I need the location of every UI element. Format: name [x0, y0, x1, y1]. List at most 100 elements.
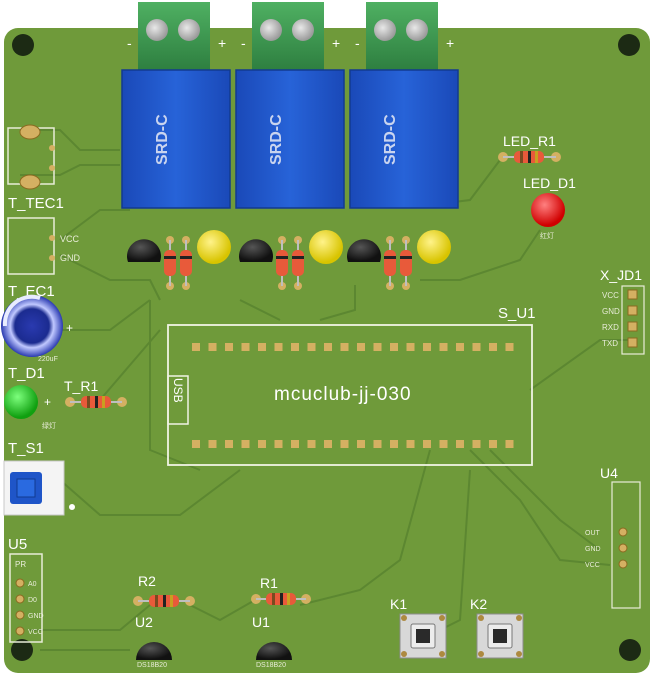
red-led: [531, 193, 565, 227]
u5-pin-gnd: GND: [28, 613, 44, 620]
green-led: [4, 385, 38, 419]
relay-body: [121, 69, 231, 209]
cap-value: 220uF: [38, 356, 58, 363]
cap-plus-mark: +: [66, 321, 73, 335]
x-jd1-outline: [621, 285, 645, 355]
resistor: [400, 250, 412, 276]
red-led-caption: 红灯: [540, 231, 554, 240]
mcu-pin-top: [307, 343, 316, 351]
mounting-holes: [11, 34, 641, 661]
relay-label: SRD-C: [268, 114, 285, 165]
u4-pin-out: OUT: [585, 530, 601, 537]
screw-head[interactable]: [292, 19, 314, 41]
u4-outline: [611, 481, 641, 609]
mcu-pin-top: [192, 343, 200, 351]
mcu-pin-top: [472, 343, 481, 351]
x-jd1-pin-txd: TXD: [602, 339, 618, 348]
terminal-minus: -: [241, 35, 246, 51]
mcu-pin-bottom: [258, 440, 266, 448]
u2-label: U2: [135, 614, 153, 630]
relay-driver-circuits: [127, 230, 451, 290]
r2-resistor: [133, 595, 195, 607]
driver-1: [127, 230, 231, 290]
t-r1-resistor: [65, 396, 127, 408]
relay-body: [349, 69, 459, 209]
copper-traces: [20, 129, 630, 651]
x-jd1-label: X_JD1: [600, 267, 642, 283]
mcu-pin-top: [439, 343, 448, 351]
yellow-led: [197, 230, 231, 264]
transistor: [238, 239, 273, 262]
mcu-pin-top: [390, 343, 398, 351]
mcu-pin-top: [505, 343, 514, 351]
t-ec1-label: T_EC1: [8, 283, 55, 300]
mcu-pin-top: [423, 343, 431, 351]
u1-part: DS18B20: [256, 662, 286, 669]
resistor: [276, 250, 288, 276]
t-tec1-pin-vcc: VCC: [60, 234, 80, 244]
screw-head[interactable]: [406, 19, 428, 41]
screw-head[interactable]: [146, 19, 168, 41]
t-tec1-label: T_TEC1: [8, 195, 64, 212]
k1-label: K1: [390, 596, 407, 612]
mcu-pin-top: [208, 343, 217, 351]
terminal-plus: +: [218, 35, 226, 51]
u1-label: U1: [252, 614, 270, 630]
u5-pin-pr: PR: [15, 560, 26, 569]
u5-outline: [9, 553, 43, 643]
u2-part: DS18B20: [137, 662, 167, 669]
x-jd1-pin-rxd: RXD: [602, 323, 619, 332]
mcu-pin-bottom: [373, 440, 382, 448]
relay-modules: -+SRD-C-+SRD-C-+SRD-C: [121, 2, 459, 209]
usb-connector-outline: [167, 375, 189, 425]
x-jd1-pin-vcc: VCC: [602, 291, 619, 300]
t-tec1-pin-gnd: GND: [60, 253, 81, 263]
mcu-pin-bottom: [241, 440, 250, 448]
x-jd1-pin-pads: [627, 289, 638, 348]
mcu-pin-bottom: [291, 440, 299, 448]
r1-resistor: [251, 593, 311, 605]
mcu-pin-bottom: [390, 440, 398, 448]
terminal-plus: +: [332, 35, 340, 51]
u5-pin-a0: A0: [28, 581, 37, 588]
u4-pin-vcc: VCC: [585, 562, 600, 569]
r1-label: R1: [260, 575, 278, 591]
x-jd1-pin-gnd: GND: [602, 307, 620, 316]
s-u1-label: S_U1: [498, 305, 536, 322]
mcu-pin-bottom: [192, 440, 200, 448]
driver-3: [347, 230, 451, 290]
green-led-caption: 绿灯: [42, 421, 56, 430]
mcu-pin-top: [274, 343, 283, 351]
usb-label: USB: [171, 378, 185, 403]
u5-pin-vcc: VCC: [28, 629, 43, 636]
terminal-plus: +: [446, 35, 454, 51]
terminal-minus: -: [127, 35, 132, 51]
u4-pin-gnd: GND: [585, 546, 601, 553]
k2-button[interactable]: [476, 613, 524, 659]
mcu-pin-top: [456, 343, 464, 351]
relay-label: SRD-C: [382, 114, 399, 165]
yellow-led: [417, 230, 451, 264]
screw-head[interactable]: [374, 19, 396, 41]
mcu-pin-bottom: [324, 440, 332, 448]
relay-label: SRD-C: [154, 114, 171, 165]
u5-pin-d0: D0: [28, 597, 37, 604]
relay-body: [235, 69, 345, 209]
u4-label: U4: [600, 465, 618, 481]
mcu-pin-top: [489, 343, 497, 351]
r2-label: R2: [138, 573, 156, 589]
t-tec-sensor-pads: [19, 124, 55, 261]
mcu-pin-top: [258, 343, 266, 351]
mcu-pin-bottom: [406, 440, 415, 448]
mcu-pin-top: [324, 343, 332, 351]
mcu-pin-top: [373, 343, 382, 351]
t-d1-label: T_D1: [8, 365, 45, 382]
mcu-pin-bottom: [472, 440, 481, 448]
screw-head[interactable]: [260, 19, 282, 41]
k1-button[interactable]: [399, 613, 447, 659]
slide-switch: [3, 460, 75, 516]
led-r1-label: LED_R1: [503, 133, 556, 149]
screw-head[interactable]: [178, 19, 200, 41]
board-title: mcuclub-jj-030: [274, 384, 412, 405]
